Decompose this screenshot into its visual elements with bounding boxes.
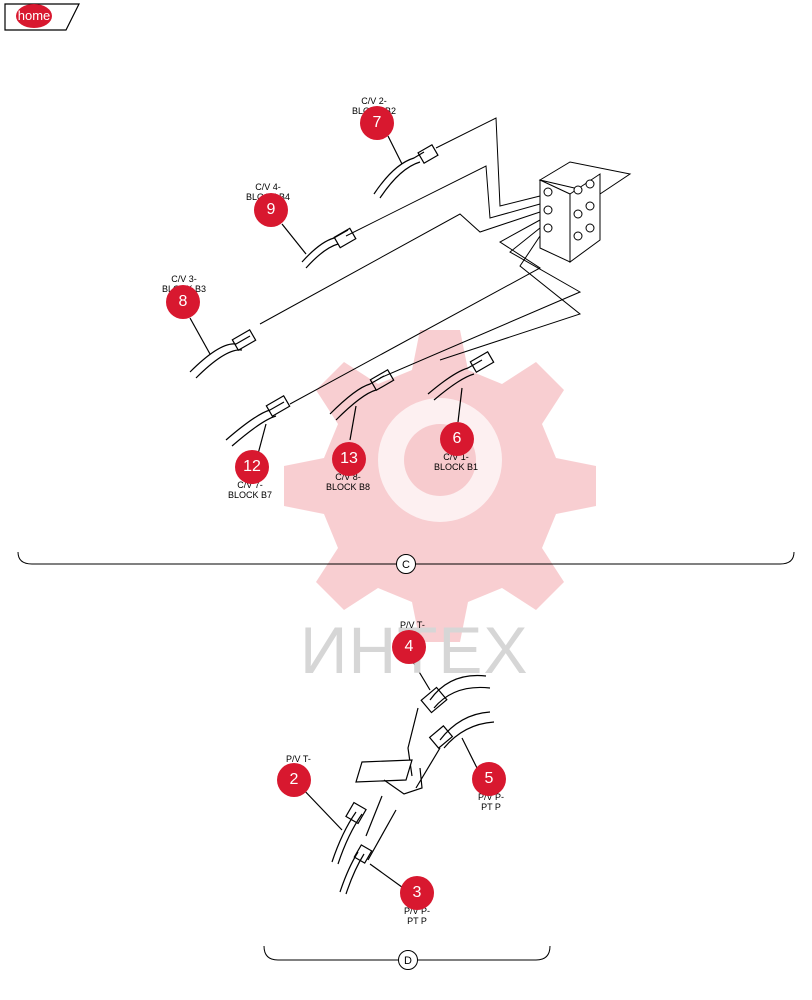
view-d-marker: D <box>398 950 418 970</box>
callout-label-3: P/V P-PT P <box>404 906 431 926</box>
callout-13[interactable]: 13 <box>332 442 366 476</box>
callout-9[interactable]: 9 <box>254 193 288 227</box>
callout-6[interactable]: 6 <box>440 422 474 456</box>
callout-12[interactable]: 12 <box>235 450 269 484</box>
callout-2[interactable]: 2 <box>277 763 311 797</box>
callout-3[interactable]: 3 <box>400 876 434 910</box>
callout-label-13: C/V 8-BLOCK B8 <box>326 472 371 492</box>
callout-label-5: P/V P-PT P <box>478 792 505 812</box>
callout-label-12: C/V 7-BLOCK B7 <box>228 480 273 500</box>
callout-8[interactable]: 8 <box>166 285 200 319</box>
callout-7[interactable]: 7 <box>360 106 394 140</box>
valve-block <box>538 161 632 263</box>
view-c-marker: C <box>396 554 416 574</box>
callout-label-6: C/V 1-BLOCK B1 <box>434 452 479 472</box>
home-button[interactable]: home <box>16 4 52 28</box>
callout-5[interactable]: 5 <box>472 762 506 796</box>
callout-label-2: P/V T- <box>286 754 311 764</box>
callout-4[interactable]: 4 <box>392 630 426 664</box>
callout-label-4: P/V T- <box>400 620 425 630</box>
